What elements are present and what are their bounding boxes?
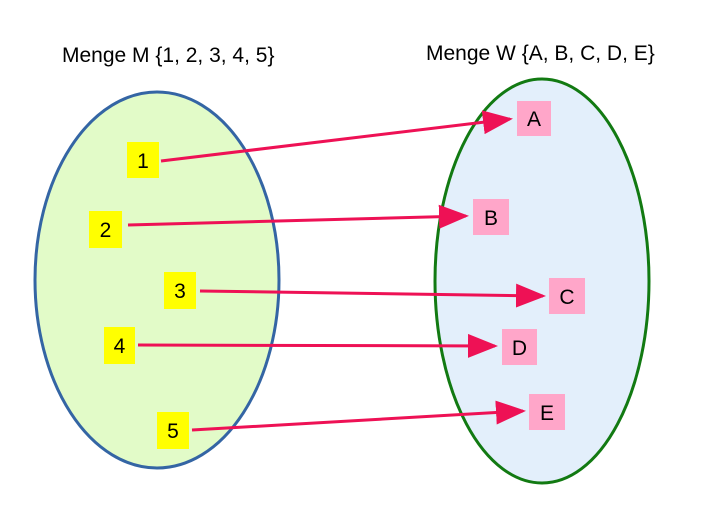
element-3-box <box>164 272 196 309</box>
element-2-box <box>89 211 122 248</box>
element-d-box <box>502 329 537 365</box>
element-5-box <box>157 412 189 449</box>
element-a-label: A <box>527 108 541 131</box>
element-a-box <box>517 101 551 136</box>
element-4-box <box>104 327 135 364</box>
set-w-ellipse <box>433 77 651 485</box>
arrow-4-to-d <box>137 333 498 358</box>
element-box-w: B <box>473 199 509 235</box>
element-box-m: 2 <box>89 211 122 248</box>
arrow-3-to-c <box>199 283 546 308</box>
element-b-box <box>473 199 509 235</box>
arrow-2-to-b <box>127 204 469 229</box>
element-c-box <box>549 278 585 314</box>
element-1-box <box>127 142 159 178</box>
set-w-elements: A B C D E <box>473 101 585 430</box>
arrow-5-to-e <box>191 400 526 432</box>
mapping-arrows <box>127 110 546 432</box>
set-m-elements: 1 2 3 4 5 <box>89 142 196 449</box>
element-box-m: 4 <box>104 327 135 364</box>
element-d-label: D <box>512 337 527 360</box>
element-e-label: E <box>540 402 554 425</box>
element-box-w: A <box>517 101 551 136</box>
set-m-ellipse <box>33 90 281 470</box>
element-3-label: 3 <box>174 280 186 303</box>
element-box-w: E <box>529 394 565 430</box>
set-m-title: Menge M {1, 2, 3, 4, 5} <box>62 44 274 67</box>
arrow-1-to-a <box>160 110 513 163</box>
element-4-label: 4 <box>114 335 126 358</box>
element-5-label: 5 <box>167 420 179 443</box>
element-c-label: C <box>559 286 574 309</box>
element-1-label: 1 <box>137 150 149 173</box>
element-box-w: D <box>502 329 537 365</box>
element-box-m: 5 <box>157 412 189 449</box>
element-2-label: 2 <box>100 219 112 242</box>
element-box-w: C <box>549 278 585 314</box>
element-b-label: B <box>484 207 498 230</box>
element-box-m: 3 <box>164 272 196 309</box>
element-e-box <box>529 394 565 430</box>
set-w-title: Menge W {A, B, C, D, E} <box>426 42 655 65</box>
element-box-m: 1 <box>127 142 159 178</box>
